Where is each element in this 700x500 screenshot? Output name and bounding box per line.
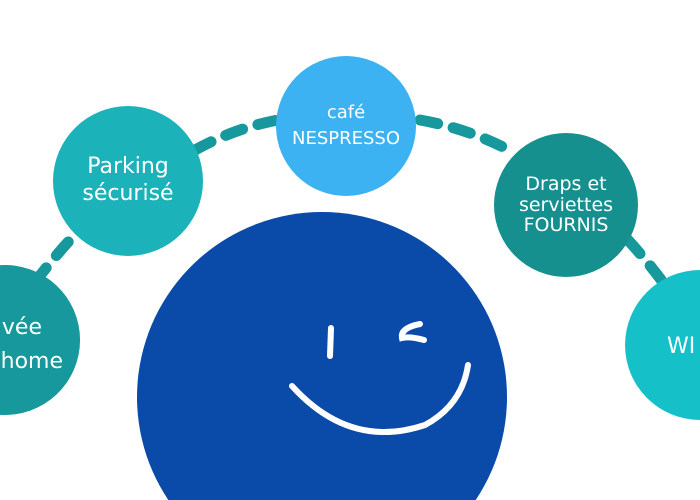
smile-icon bbox=[289, 362, 471, 435]
smiley-face bbox=[137, 212, 507, 500]
bubble-parking: Parking sécurisé bbox=[53, 106, 203, 256]
bubble-wifi bbox=[625, 270, 700, 420]
wink-icon bbox=[398, 321, 427, 343]
eye-icon bbox=[327, 325, 334, 359]
bubble-text: serviettes bbox=[518, 193, 614, 216]
dashed-connector bbox=[189, 114, 284, 156]
dashed-connector bbox=[414, 114, 511, 154]
bubble-text: FOURNIS bbox=[523, 214, 609, 237]
bubble-text: sécurisé bbox=[82, 181, 174, 206]
bubble-text: Draps et bbox=[525, 172, 607, 195]
bubble-text: café bbox=[326, 102, 366, 124]
bubble-text: Parking bbox=[87, 154, 169, 180]
bubble-text: NESPRESSO bbox=[291, 128, 401, 149]
bubble-left bbox=[0, 265, 81, 415]
bubble-draps: Draps et serviettes FOURNIS bbox=[494, 133, 638, 277]
bubble-text: home bbox=[1, 349, 63, 374]
bubble-cafe: café NESPRESSO bbox=[276, 56, 416, 196]
bubble-text: WI bbox=[667, 334, 695, 359]
dashed-connector bbox=[622, 234, 671, 291]
bubble-text: vée bbox=[2, 315, 42, 340]
